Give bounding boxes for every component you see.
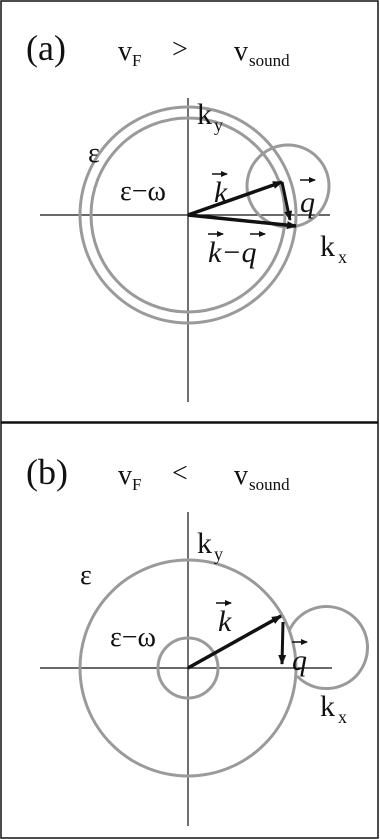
- panel-b-vsound: v: [234, 460, 248, 491]
- panel-a-vsound-sub: sound: [249, 51, 290, 70]
- panel-a-vector-q-label: q: [300, 186, 315, 219]
- panel-b-frame: [0, 422, 379, 839]
- panel-a: (a) v F > v sound k y k x ε ε−ω k q k−q: [0, 0, 379, 423]
- panel-b: (b) v F < v sound k y k x ε ε−ω k q: [0, 422, 379, 839]
- panel-a-epsilon-omega-label: ε−ω: [120, 176, 166, 207]
- panel-a-vector-q: [280, 181, 293, 221]
- panel-b-label: (b): [26, 452, 68, 492]
- panel-a-frame: [0, 0, 379, 423]
- panel-a-kx-sub: x: [338, 247, 347, 267]
- panel-a-vector-k-minus-q-label: k−q: [208, 236, 257, 269]
- panel-b-vector-k-label: k: [218, 605, 232, 638]
- panel-a-vector-k-label: k: [214, 176, 228, 209]
- panel-b-epsilon-omega-label: ε−ω: [110, 622, 156, 653]
- panel-a-vector-k: [187, 180, 283, 217]
- panel-a-vector-k-minus-q: [187, 213, 297, 230]
- panel-a-label: (a): [26, 28, 66, 68]
- panel-b-vector-k: [187, 614, 282, 670]
- panel-a-vsound: v: [234, 36, 248, 67]
- panel-b-vector-q-label: q: [292, 644, 307, 677]
- panel-a-kx-label: k: [320, 230, 335, 263]
- panel-b-vf: v: [118, 460, 132, 491]
- panel-a-epsilon-label: ε: [88, 138, 100, 169]
- panel-a-relation: >: [172, 34, 188, 65]
- panel-b-relation: <: [172, 458, 188, 489]
- panel-b-fermi-circle-inner: [156, 636, 220, 700]
- panel-b-ky-label: k: [197, 527, 212, 560]
- panel-b-q-circle-arc: [287, 605, 369, 691]
- panel-b-ky-sub: y: [214, 544, 223, 564]
- panel-a-vf: v: [118, 36, 132, 67]
- panel-a-ky-sub: y: [214, 115, 223, 135]
- panel-a-vf-sub: F: [132, 51, 141, 70]
- panel-b-epsilon-label: ε: [80, 560, 92, 591]
- panel-b-fermi-circle-outer: [78, 558, 298, 778]
- panel-a-fermi-circle-outer: [78, 105, 298, 325]
- panel-a-ky-label: k: [197, 98, 212, 131]
- panel-b-kx-sub: x: [338, 707, 347, 727]
- panel-b-vf-sub: F: [132, 475, 141, 494]
- panel-b-vector-q: [278, 621, 287, 665]
- panel-b-vsound-sub: sound: [249, 475, 290, 494]
- panel-b-kx-label: k: [320, 690, 335, 723]
